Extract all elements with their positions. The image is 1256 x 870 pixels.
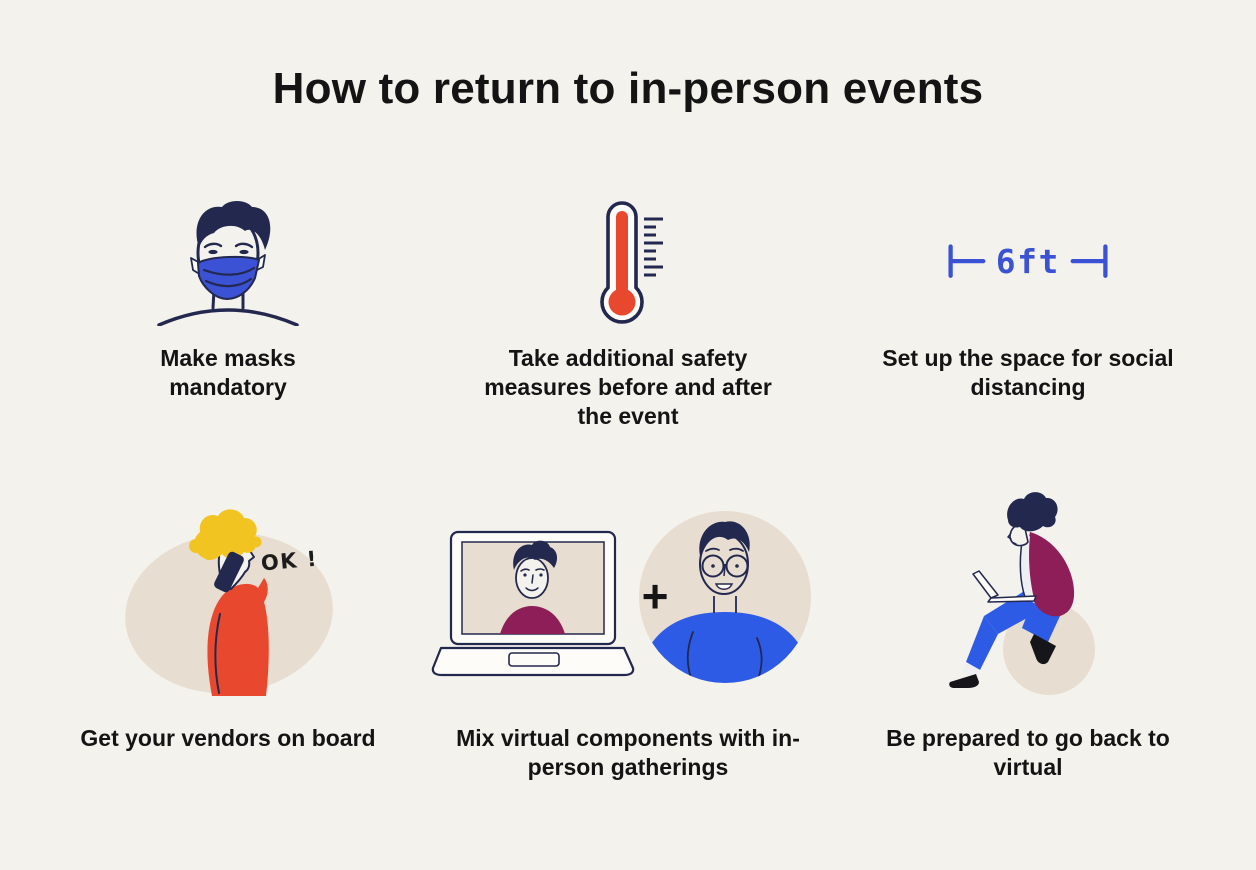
laptop	[972, 570, 1037, 603]
thermometer-icon	[600, 201, 663, 324]
step-caption: Take additional safety measures before a…	[484, 345, 772, 429]
laptop-lid	[972, 570, 999, 599]
step-caption: Mix virtual components with in-person ga…	[456, 725, 800, 780]
page-title: How to return to in-person events	[272, 64, 984, 113]
front-shin	[966, 616, 998, 670]
step-card-masks: Make masks mandatory	[28, 192, 428, 432]
hair	[196, 201, 271, 250]
step-card-back-to-virtual: Be prepared to go back to virtual	[828, 484, 1228, 782]
eyebrows	[203, 242, 254, 249]
step-card-vendors: OK ! Get your vendors on board	[28, 484, 428, 782]
plus-sign: +	[641, 570, 668, 622]
hair	[698, 521, 750, 556]
distance-label: 6ft	[996, 243, 1060, 281]
step-caption: Get your vendors on board	[80, 725, 376, 751]
bottom-row: OK ! Get your vendors on board	[0, 484, 1256, 782]
mercury-bulb	[608, 288, 636, 316]
laptop-touchpad	[507, 652, 560, 667]
step-caption: Be prepared to go back to virtual	[886, 725, 1170, 780]
smile	[714, 583, 733, 590]
neck-lines	[712, 596, 737, 613]
virtual-attendee-hair	[512, 540, 557, 570]
cardigan	[1027, 532, 1075, 617]
profile-details	[1006, 532, 1017, 545]
laptop-plus-person-illustration: +	[431, 511, 811, 683]
nose	[722, 565, 726, 577]
front-shoe	[949, 674, 979, 688]
step-card-social-distancing: 6ft Set up the space for social distanci…	[828, 192, 1228, 432]
mercury-column	[616, 211, 628, 295]
top-row: Make masks mandatory	[0, 192, 1256, 432]
person-on-phone-illustration: OK !	[125, 509, 333, 696]
laptop	[431, 530, 634, 677]
phone	[214, 551, 244, 593]
person-sitting-with-laptop-illustration	[949, 492, 1095, 695]
measure-brackets	[948, 244, 1108, 278]
hair	[194, 509, 257, 561]
six-feet-distance-icon: 6ft	[948, 243, 1108, 281]
step-card-mix-virtual: + Mix virtual components with in-person …	[428, 484, 828, 782]
mask-folds	[202, 266, 256, 288]
back-shoe	[1030, 634, 1056, 665]
laptop-base	[431, 646, 634, 677]
face-mask	[197, 255, 260, 300]
step-card-safety-measures: Take additional safety measures before a…	[428, 192, 828, 432]
step-caption: Make masks mandatory	[160, 345, 296, 400]
sock	[963, 662, 980, 678]
laptop-keyboard	[987, 595, 1037, 603]
glasses	[701, 554, 748, 578]
masked-face-icon	[157, 201, 299, 326]
sweater	[207, 578, 269, 696]
step-caption: Set up the space for social distancing	[882, 345, 1174, 400]
speech-label: OK !	[260, 547, 319, 576]
eyebrows	[704, 547, 744, 552]
scale-ticks	[644, 217, 663, 277]
hair	[1007, 492, 1058, 532]
virtual-attendee-shirt	[499, 606, 565, 634]
shirt	[1019, 536, 1034, 598]
shoulders-line	[157, 308, 299, 326]
